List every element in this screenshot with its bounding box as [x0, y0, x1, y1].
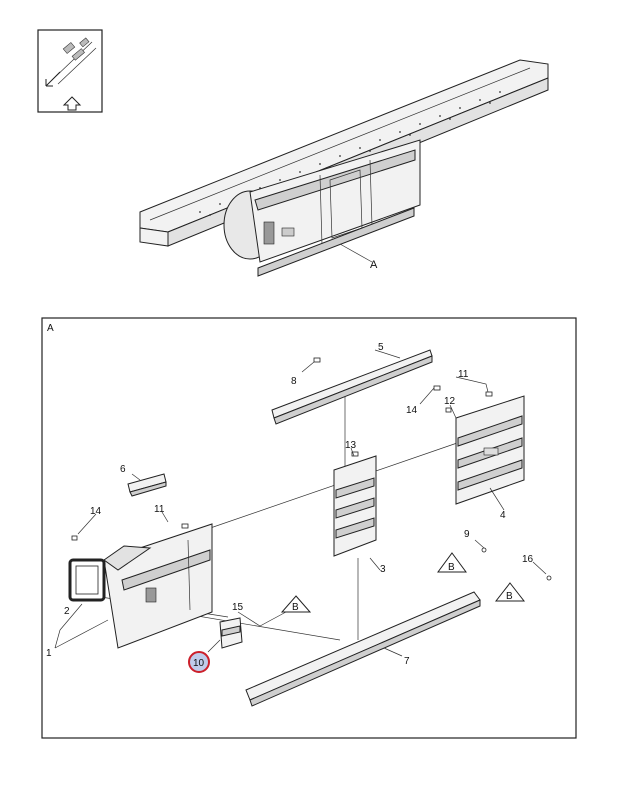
- callout-16[interactable]: 16: [522, 554, 534, 565]
- leader-lines: [54, 349, 547, 657]
- svg-text:B: B: [506, 591, 513, 602]
- svg-text:B: B: [292, 602, 299, 613]
- callout-12[interactable]: 12: [444, 396, 456, 407]
- part-4-panel: [455, 395, 525, 505]
- callout-1[interactable]: 1: [46, 648, 52, 659]
- callout-5[interactable]: 5: [378, 342, 384, 353]
- part-10-clip: [219, 617, 243, 649]
- callout-8[interactable]: 8: [291, 376, 297, 387]
- callouts: 1 2 3 4 5 6 7 8 9 11 11 12 13 14 14 15 1…: [46, 342, 534, 667]
- part-6-bracket: [127, 473, 167, 497]
- detail-frame-label: A: [47, 323, 54, 334]
- callout-10[interactable]: 10: [193, 658, 205, 669]
- part-1-panel: [103, 523, 213, 649]
- callout-7[interactable]: 7: [404, 656, 410, 667]
- highlight-ring: [188, 651, 210, 673]
- callout-2[interactable]: 2: [64, 606, 70, 617]
- part-3-panel: [333, 455, 377, 557]
- callout-9[interactable]: 9: [464, 529, 470, 540]
- part-7-strip: [245, 591, 481, 707]
- callout-3[interactable]: 3: [380, 564, 386, 575]
- part-5-rail: [271, 349, 433, 425]
- callout-11-left[interactable]: 11: [154, 504, 165, 515]
- note-b-2: B: [437, 552, 467, 573]
- callout-11-top[interactable]: 11: [458, 369, 469, 380]
- callout-14-right[interactable]: 14: [406, 405, 418, 416]
- callout-4[interactable]: 4: [500, 510, 506, 521]
- note-b-1: B: [280, 595, 312, 613]
- note-b-3: B: [494, 582, 526, 602]
- overview-chassis: [139, 59, 549, 277]
- callout-15[interactable]: 15: [232, 602, 244, 613]
- callout-14-left[interactable]: 14: [90, 506, 102, 517]
- part-2-gasket: [68, 558, 106, 602]
- detail-frame: [41, 317, 577, 739]
- view-direction-icon: [37, 29, 103, 113]
- callout-6[interactable]: 6: [120, 464, 126, 475]
- svg-text:B: B: [448, 562, 455, 573]
- callout-13[interactable]: 13: [345, 440, 357, 451]
- overview-label-a: A: [370, 259, 378, 271]
